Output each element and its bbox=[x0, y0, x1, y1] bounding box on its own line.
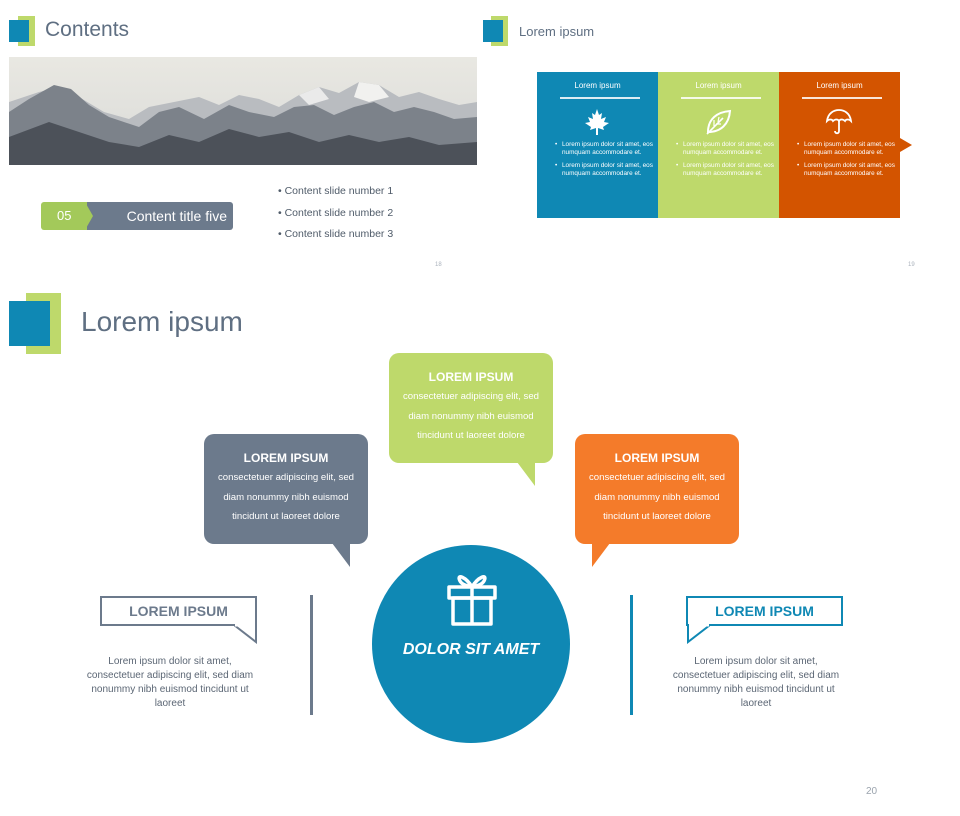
bubble-line: consectetuer adipiscing elit, sed bbox=[589, 472, 725, 483]
slide18-logo bbox=[9, 16, 35, 46]
column-divider bbox=[560, 97, 640, 99]
bubble-line: consectetuer adipiscing elit, sed bbox=[403, 391, 539, 402]
tag-number: 05 bbox=[41, 202, 87, 230]
bubble-line: tincidunt ut laoreet dolore bbox=[417, 430, 525, 441]
bubble-heading: LOREM IPSUM bbox=[243, 451, 329, 465]
info-column-3: Lorem ipsum Lorem ipsum dolor sit amet, … bbox=[779, 72, 912, 218]
right-divider bbox=[630, 595, 633, 715]
column-divider bbox=[802, 97, 882, 99]
bubble-line: diam nonummy nibh euismod bbox=[408, 410, 534, 422]
info-column-2: Lorem ipsum Lorem ipsum dolor sit amet, … bbox=[658, 72, 787, 218]
gift-icon bbox=[447, 575, 497, 626]
list-item: Content slide number 3 bbox=[278, 224, 394, 246]
right-description: Lorem ipsum dolor sit amet, consectetuer… bbox=[672, 656, 840, 709]
bubble-line: diam nonummy nibh euismod bbox=[594, 491, 720, 503]
slide18-page-number: 18 bbox=[435, 262, 442, 268]
bubble-heading: LOREM IPSUM bbox=[428, 370, 514, 384]
column-divider bbox=[681, 97, 761, 99]
column-bullet: Lorem ipsum dolor sit amet, eos numquam … bbox=[797, 162, 897, 177]
bubble-text: consectetuer adipiscing elit, sed diam n… bbox=[575, 468, 739, 527]
column-arrow bbox=[900, 138, 912, 152]
content-slide-list: Content slide number 1 Content slide num… bbox=[278, 181, 394, 246]
slide20-page-number: 20 bbox=[866, 786, 878, 797]
list-item: Content slide number 1 bbox=[278, 181, 394, 203]
speech-bubble-gray: LOREM IPSUM consectetuer adipiscing elit… bbox=[204, 434, 368, 544]
column-bullet: Lorem ipsum dolor sit amet, eos numquam … bbox=[555, 162, 655, 177]
column-bullet: Lorem ipsum dolor sit amet, eos numquam … bbox=[676, 162, 776, 177]
left-divider bbox=[310, 595, 313, 715]
umbrella-icon bbox=[825, 109, 853, 135]
slide19-page-number: 19 bbox=[908, 262, 915, 268]
right-label-box: LOREM IPSUM bbox=[686, 596, 843, 626]
bubble-text: consectetuer adipiscing elit, sed diam n… bbox=[389, 387, 553, 446]
slide20-title: Lorem ipsum bbox=[81, 306, 243, 337]
bubble-line: tincidunt ut laoreet dolore bbox=[232, 511, 340, 522]
info-column-1: Lorem ipsum Lorem ipsum dolor sit amet, … bbox=[537, 72, 666, 218]
right-box-tail bbox=[687, 624, 710, 644]
column-heading: Lorem ipsum bbox=[816, 81, 863, 90]
tag-arrow bbox=[85, 202, 93, 230]
slide19-title: Lorem ipsum bbox=[519, 24, 595, 39]
bubble-tail bbox=[332, 543, 350, 567]
speech-bubble-orange: LOREM IPSUM consectetuer adipiscing elit… bbox=[575, 434, 739, 544]
slide19-logo bbox=[483, 16, 508, 46]
slide20-logo bbox=[9, 293, 61, 354]
left-box-tail bbox=[234, 624, 257, 644]
list-item: Content slide number 2 bbox=[278, 203, 394, 225]
column-heading: Lorem ipsum bbox=[695, 81, 742, 90]
tag-title: Content title five bbox=[87, 202, 233, 230]
bubble-text: consectetuer adipiscing elit, sed diam n… bbox=[204, 468, 368, 527]
left-label-box: LOREM IPSUM bbox=[100, 596, 257, 626]
center-circle: DOLOR SIT AMET bbox=[372, 545, 570, 743]
content-title-tag[interactable]: 05 Content title five bbox=[41, 202, 233, 230]
bubble-heading: LOREM IPSUM bbox=[614, 451, 700, 465]
column-bullet: Lorem ipsum dolor sit amet, eos numquam … bbox=[797, 141, 897, 156]
mountain-photo bbox=[9, 57, 477, 165]
column-bullet: Lorem ipsum dolor sit amet, eos numquam … bbox=[555, 141, 655, 156]
bubble-tail bbox=[592, 543, 610, 567]
bubble-line: diam nonummy nibh euismod bbox=[223, 491, 349, 503]
bubble-line: tincidunt ut laoreet dolore bbox=[603, 511, 711, 522]
leaf-icon bbox=[706, 109, 732, 135]
bubble-tail bbox=[517, 462, 535, 486]
speech-bubble-green: LOREM IPSUM consectetuer adipiscing elit… bbox=[389, 353, 553, 463]
bubble-line: consectetuer adipiscing elit, sed bbox=[218, 472, 354, 483]
left-description: Lorem ipsum dolor sit amet, consectetuer… bbox=[86, 656, 254, 709]
column-bullet: Lorem ipsum dolor sit amet, eos numquam … bbox=[676, 141, 776, 156]
maple-leaf-icon bbox=[585, 109, 609, 135]
circle-label: DOLOR SIT AMET bbox=[402, 641, 540, 658]
column-heading: Lorem ipsum bbox=[574, 81, 621, 90]
slide18-title: Contents bbox=[45, 18, 130, 41]
